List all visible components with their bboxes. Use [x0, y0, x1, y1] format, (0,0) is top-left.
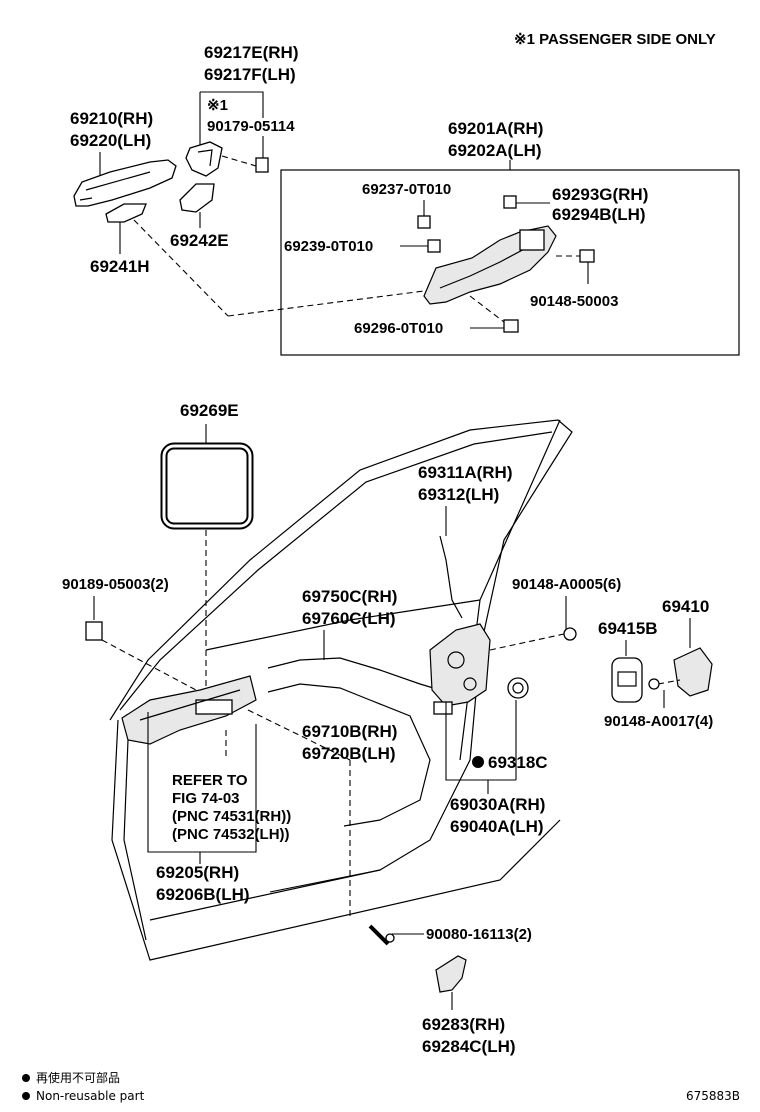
- refer-line-2: FIG 74-03: [172, 790, 240, 807]
- label-69410: 69410: [662, 597, 709, 616]
- leader-69217-bracket: [200, 91, 264, 118]
- frame-assembly-box: [280, 169, 740, 356]
- label-69415: 69415B: [598, 619, 658, 638]
- label-69030-rh: 69030A(RH): [450, 795, 545, 814]
- label-69750-lh: 69760C(LH): [302, 609, 396, 628]
- dash-90189: [101, 639, 197, 691]
- refer-line-4: (PNC 74532(LH)): [172, 826, 290, 843]
- leader-69205-line: [269, 869, 381, 893]
- screw-90148-a0017-part: [648, 678, 660, 690]
- bracket-69030: [445, 702, 516, 781]
- label-90148-50003: 90148-50003: [530, 293, 618, 310]
- grommet-69318-part: [507, 677, 529, 699]
- cable-69750-part: [267, 657, 441, 691]
- handle-cap-part: [185, 141, 223, 177]
- cover-69283-part: [435, 955, 467, 993]
- seal-69269-part: [160, 442, 254, 530]
- rod-69311-part: [439, 535, 463, 619]
- inside-handle-part: [121, 675, 257, 745]
- outside-handle-part: [73, 159, 177, 207]
- label-69242: 69242E: [170, 231, 229, 250]
- label-90148-a0017: 90148-A0017(4): [604, 713, 713, 730]
- label-69239: 69239-0T010: [284, 238, 373, 255]
- non-reusable-dot: [472, 756, 484, 768]
- door-panel-outline: [109, 419, 573, 961]
- striker-69410-part: [673, 647, 713, 697]
- cable-69710-part: [267, 683, 431, 827]
- dash-handle-screw: [247, 709, 351, 761]
- label-69030-lh: 69040A(LH): [450, 817, 544, 836]
- label-69293-lh: 69294B(LH): [552, 205, 646, 224]
- gasket-69242-part: [179, 183, 215, 213]
- legend-jp: 再使用不可部品: [36, 1070, 120, 1085]
- bolt-90148-a0005-part: [563, 627, 577, 641]
- dash-striker: [657, 679, 681, 685]
- pad-69241-part: [105, 203, 147, 223]
- refer-line-3: (PNC 74531(RH)): [172, 808, 291, 825]
- dash-frame-69296: [469, 295, 505, 323]
- dash-a0005: [489, 633, 565, 651]
- screw-69296-part: [503, 319, 519, 333]
- label-69283-lh: 69284C(LH): [422, 1037, 516, 1056]
- cover-69415-part: [611, 657, 643, 703]
- dash-cap-screw: [221, 155, 257, 167]
- dash-handle-frame-2: [227, 289, 433, 317]
- door-lock-part: [429, 623, 491, 715]
- legend-dot-en: [22, 1092, 30, 1100]
- label-69217-rh: 69217E(RH): [204, 43, 299, 62]
- refer-line-1: REFER TO: [172, 772, 248, 789]
- bolt-90148-50003-part: [579, 249, 595, 263]
- label-69237: 69237-0T010: [362, 181, 451, 198]
- label-69269: 69269E: [180, 401, 239, 420]
- label-69318: 69318C: [488, 753, 548, 772]
- label-69750-rh: 69750C(RH): [302, 587, 397, 606]
- handle-frame-part: [423, 225, 557, 305]
- figure-id: 675883B: [686, 1089, 740, 1103]
- label-90148-a0005: 90148-A0005(6): [512, 576, 621, 593]
- clip-90189-part: [85, 621, 103, 641]
- label-69710-lh: 69720B(LH): [302, 744, 396, 763]
- label-90080: 90080-16113(2): [426, 926, 532, 943]
- label-69296: 69296-0T010: [354, 320, 443, 337]
- label-90179-mark: ※1: [207, 97, 228, 114]
- label-69210-lh: 69220(LH): [70, 131, 151, 150]
- dash-handle-frame: [133, 219, 229, 317]
- label-69241: 69241H: [90, 257, 150, 276]
- label-69710-rh: 69710B(RH): [302, 722, 397, 741]
- bracket-69205: [147, 712, 257, 853]
- label-69293-rh: 69293G(RH): [552, 185, 648, 204]
- label-69201-rh: 69201A(RH): [448, 119, 543, 138]
- label-69205-rh: 69205(RH): [156, 863, 239, 882]
- label-69205-lh: 69206B(LH): [156, 885, 250, 904]
- label-69311-rh: 69311A(RH): [418, 463, 513, 482]
- passenger-side-note: ※1 PASSENGER SIDE ONLY: [514, 31, 716, 48]
- bolt-90080-part: [368, 924, 395, 946]
- screw-90179-part: [255, 157, 269, 173]
- legend-en: Non-reusable part: [36, 1089, 145, 1103]
- label-69283-rh: 69283(RH): [422, 1015, 505, 1034]
- label-69210-rh: 69210(RH): [70, 109, 153, 128]
- label-69217-lh: 69217F(LH): [204, 65, 296, 84]
- clip-69293-part: [503, 195, 517, 209]
- label-90179: 90179-05114: [207, 118, 295, 135]
- legend-dot-jp: [22, 1074, 30, 1082]
- label-90189: 90189-05003(2): [62, 576, 169, 593]
- label-69201-lh: 69202A(LH): [448, 141, 542, 160]
- clip-69237-part: [417, 215, 431, 229]
- label-69311-lh: 69312(LH): [418, 485, 499, 504]
- clip-69239-part: [427, 239, 441, 253]
